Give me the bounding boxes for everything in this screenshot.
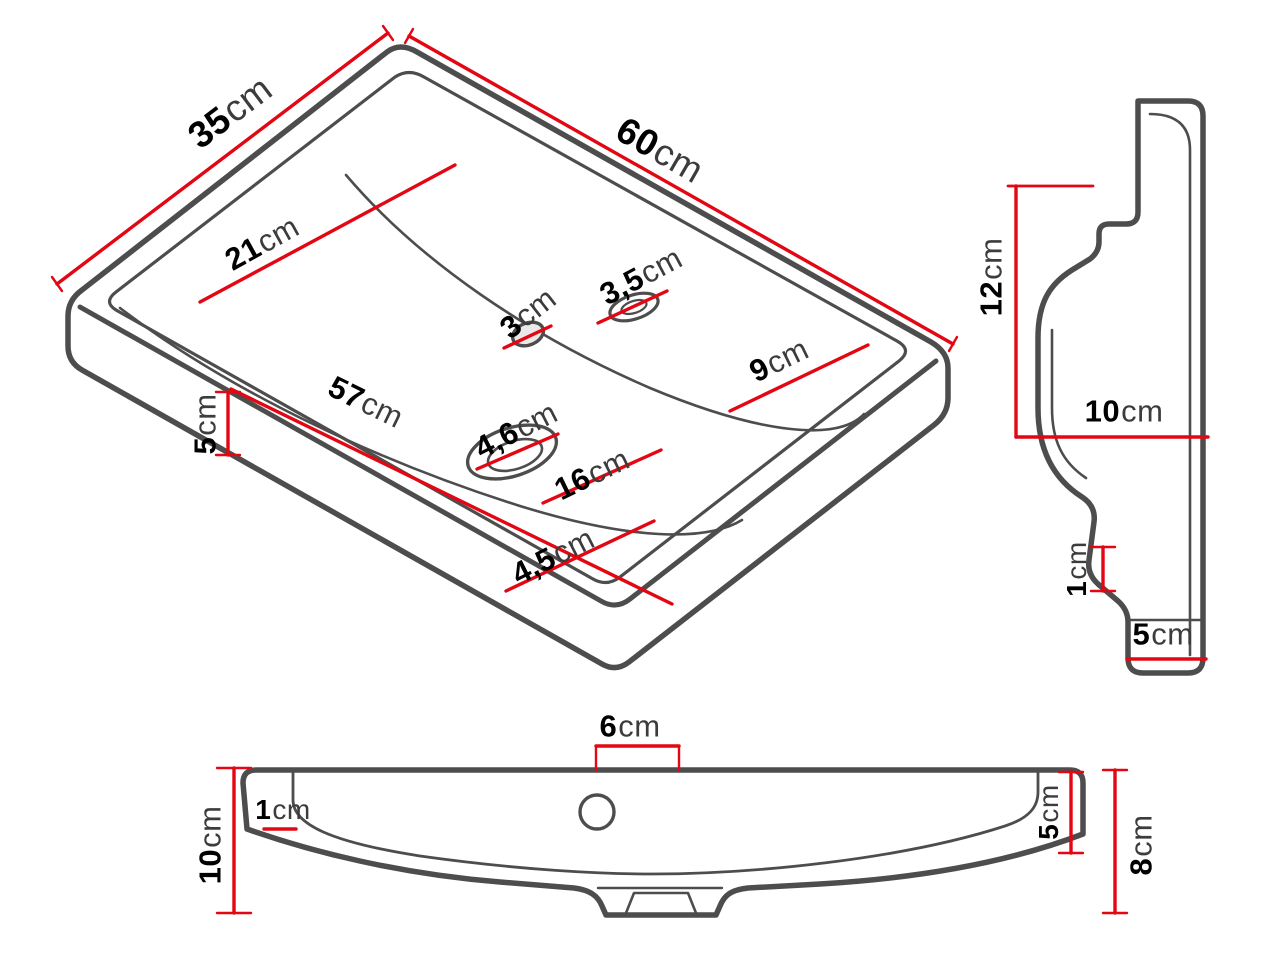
dim-value: 5 <box>1033 823 1064 840</box>
dim-unit: cm <box>272 794 311 825</box>
side-view <box>1035 98 1206 676</box>
dim-unit: cm <box>1061 541 1092 580</box>
dim-value: 1 <box>255 794 272 825</box>
dim-value: 6 <box>599 708 618 744</box>
dim-line-35 <box>55 31 390 286</box>
front-tap-hole <box>578 793 616 831</box>
iso-dimension-lines <box>50 24 959 606</box>
dim-unit: cm <box>1151 616 1194 652</box>
dim-value: 10 <box>1084 393 1121 429</box>
dim-line-4-5 <box>504 519 656 593</box>
side-bowl-inner <box>1050 328 1088 480</box>
dim-value: 5 <box>187 436 223 455</box>
dim-line-21 <box>198 163 457 304</box>
dim-label-edge-height-5cm: 5cm <box>187 393 223 455</box>
dim-line-9 <box>728 343 870 413</box>
dim-tick <box>381 24 395 42</box>
dim-tick <box>50 275 64 293</box>
front-dimension-lines <box>215 744 1129 915</box>
sink-inner-rim <box>107 70 908 585</box>
isometric-view <box>65 44 951 671</box>
dim-line-4-6 <box>475 432 560 471</box>
front-drain-trap <box>624 891 698 915</box>
dim-label-front-1cm: 1cm <box>255 796 310 824</box>
dim-label-front-5cm: 5cm <box>1033 784 1064 840</box>
dim-value: 12 <box>973 280 1009 317</box>
dim-tick <box>403 27 415 45</box>
dim-line-3 <box>502 324 553 350</box>
sink-outer-silhouette <box>65 44 951 671</box>
basin-curve-upper <box>344 173 866 432</box>
dim-label-side-10cm: 10cm <box>1085 396 1164 427</box>
front-view <box>240 767 1086 918</box>
dim-tick <box>947 335 959 353</box>
dim-value: 5 <box>1132 616 1151 652</box>
dim-label-side-5cm: 5cm <box>1132 619 1193 650</box>
dim-unit: cm <box>1033 784 1064 823</box>
overflow-hole-outer <box>608 291 660 323</box>
dim-unit: cm <box>973 237 1009 280</box>
dim-value: 10 <box>192 848 228 885</box>
dim-unit: cm <box>1123 814 1159 857</box>
basin-curve-lower <box>118 306 744 536</box>
sink-top-front-edge <box>77 304 939 608</box>
dim-label-side-12cm: 12cm <box>973 237 1009 317</box>
side-inner-edge <box>1148 112 1192 657</box>
side-dimension-lines <box>1006 184 1210 661</box>
side-profile-outline <box>1035 98 1206 676</box>
dim-line-60 <box>407 34 955 346</box>
dim-line-16 <box>541 448 663 505</box>
dim-value: 8 <box>1123 857 1159 876</box>
dim-unit: cm <box>1121 393 1164 429</box>
dim-unit: cm <box>192 805 228 848</box>
dim-value: 1 <box>1061 580 1092 597</box>
dim-label-front-6cm: 6cm <box>599 711 660 742</box>
dim-unit: cm <box>187 393 223 436</box>
dim-unit: cm <box>618 708 661 744</box>
drain-hole-outer <box>465 423 559 481</box>
dim-label-front-8cm: 8cm <box>1123 814 1159 876</box>
dim-label-side-1cm: 1cm <box>1061 541 1092 597</box>
dim-label-front-10cm: 10cm <box>192 805 228 885</box>
dim-line-57 <box>229 387 674 606</box>
front-bowl-inner <box>291 768 1040 876</box>
dim-line-3-5 <box>596 289 669 325</box>
